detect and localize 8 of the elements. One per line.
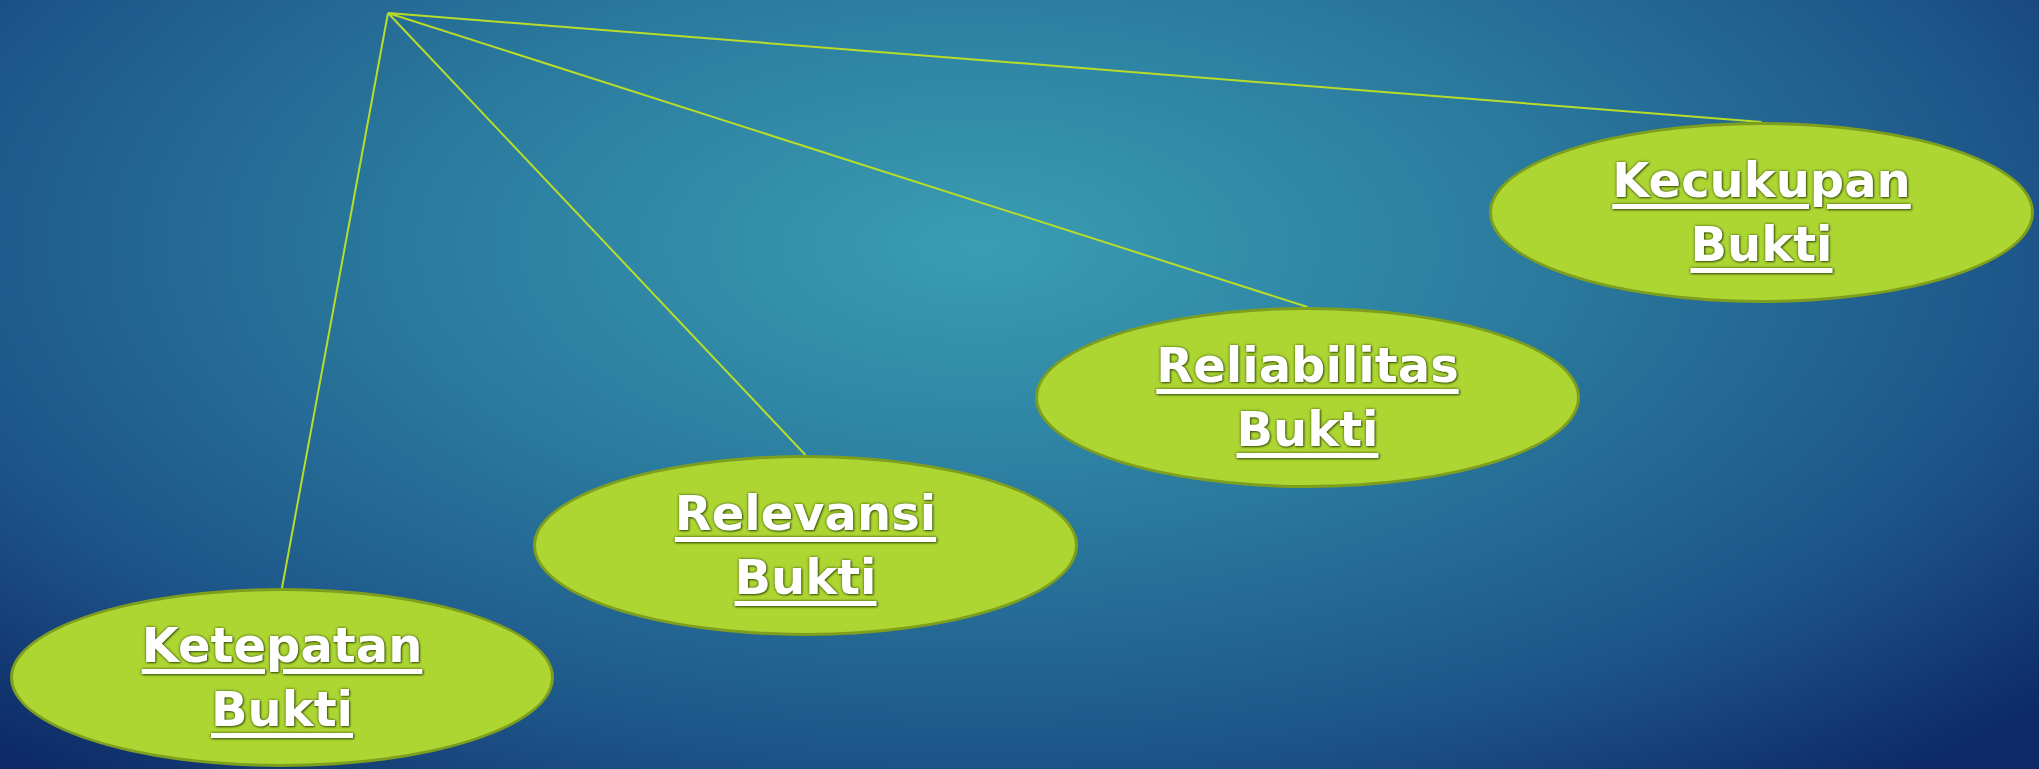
node-label: Kecukupan Bukti xyxy=(1611,151,1912,274)
connector-line xyxy=(387,12,1763,123)
connector-line xyxy=(387,12,1309,308)
node-label: Relevansi Bukti xyxy=(673,484,938,607)
node-label: Ketepatan Bukti xyxy=(140,616,424,739)
node-label: Reliabilitas Bukti xyxy=(1155,336,1460,459)
connector-line xyxy=(387,12,807,456)
connector-line xyxy=(281,12,389,589)
